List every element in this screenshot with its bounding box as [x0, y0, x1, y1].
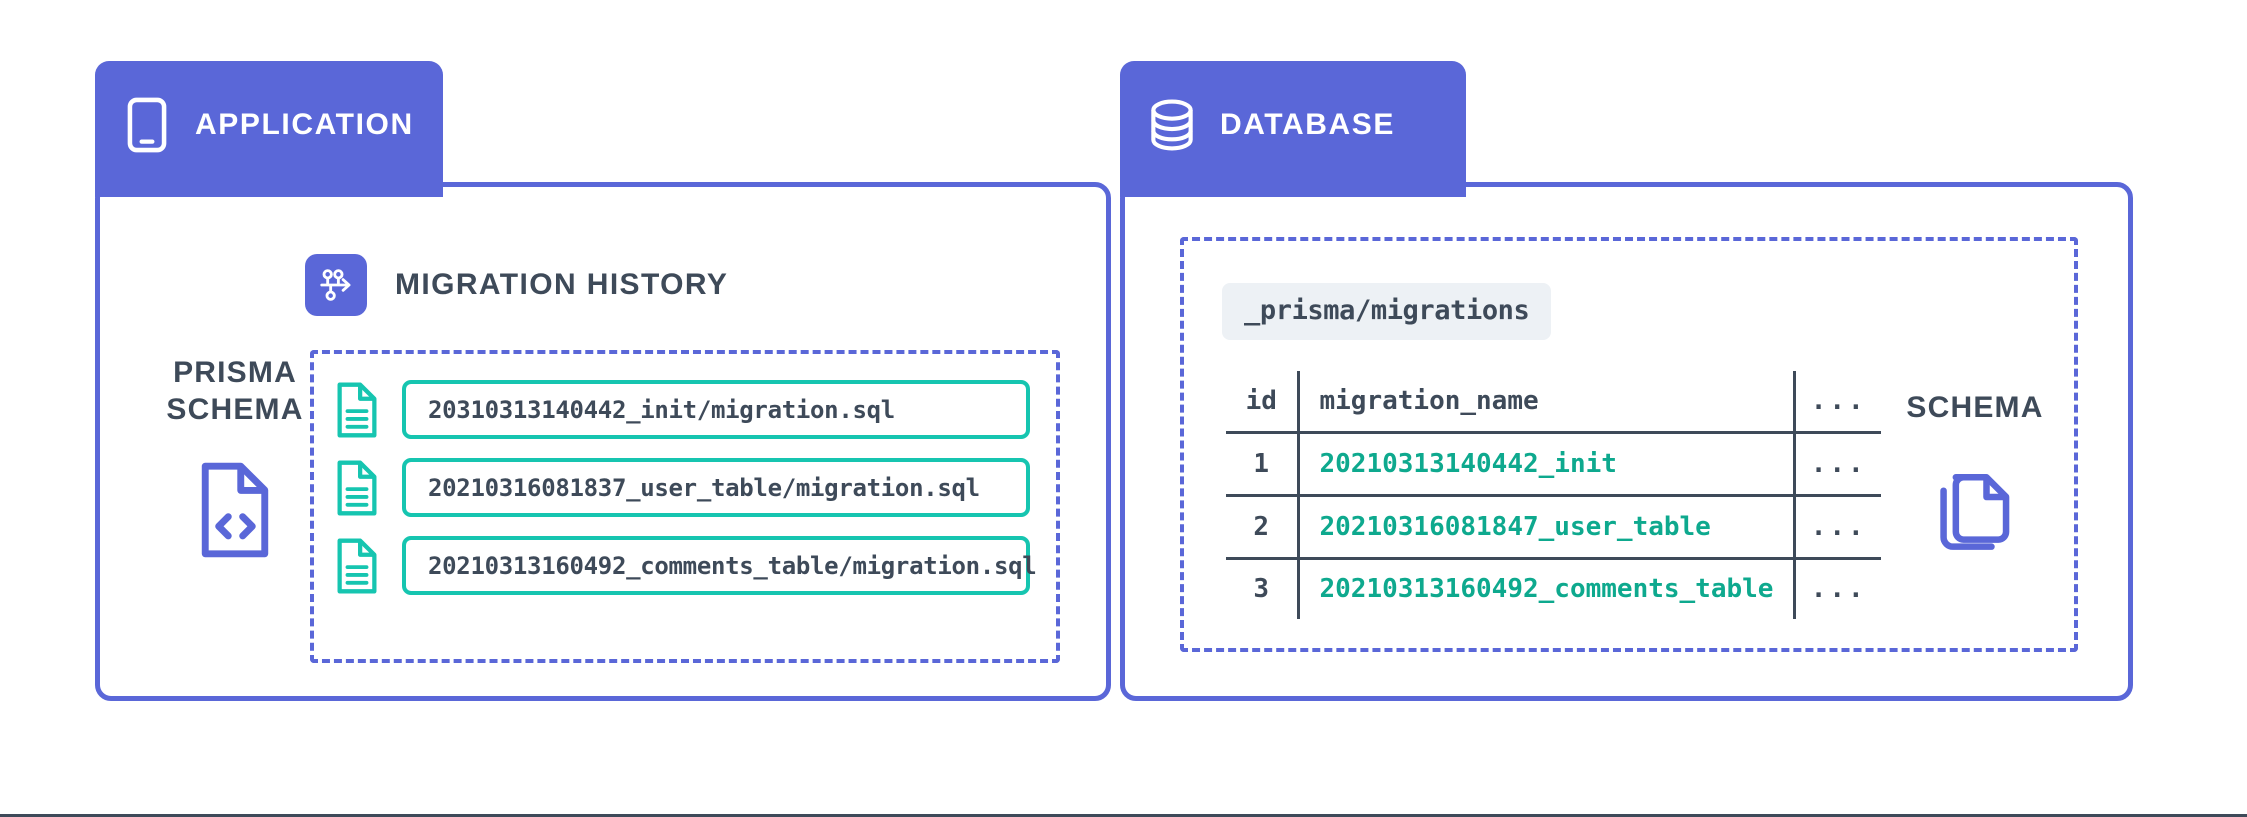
document-icon	[337, 460, 377, 515]
cell-migration-name: 20210313140442_init	[1296, 430, 1797, 497]
migration-file-row[interactable]: 20210316081837_user_table/migration.sql	[334, 458, 1030, 517]
table-row[interactable]: 1 20210313140442_init ...	[1225, 430, 1881, 497]
prisma-schema-label-line1: PRISMA	[173, 356, 297, 389]
application-tab[interactable]: APPLICATION	[95, 61, 443, 189]
code-file-icon	[196, 462, 274, 563]
cell-id: 1	[1225, 430, 1300, 497]
cell-more: ...	[1793, 556, 1881, 619]
table-row[interactable]: 3 20210313160492_comments_table ...	[1225, 556, 1881, 619]
application-tab-label: APPLICATION	[195, 108, 414, 141]
column-header-id: id	[1225, 371, 1300, 434]
migration-file-row[interactable]: 20310313140442_init/migration.sql	[334, 380, 1030, 439]
column-header-more: ...	[1793, 371, 1881, 434]
cell-id: 3	[1225, 556, 1300, 619]
database-tab[interactable]: DATABASE	[1120, 61, 1466, 189]
database-schema-label: SCHEMA	[1906, 391, 2044, 424]
migration-file-path: 20210316081837_user_table/migration.sql	[428, 473, 980, 502]
database-contents-container	[1180, 237, 2078, 652]
migration-file-path: 20310313140442_init/migration.sql	[428, 395, 895, 424]
column-header-migration-name: migration_name	[1296, 371, 1797, 434]
prisma-migrations-chip: _prisma/migrations	[1222, 283, 1552, 340]
database-cylinder-icon	[1151, 99, 1193, 151]
table-header-row: id migration_name ...	[1225, 371, 1881, 434]
database-schema-block: SCHEMA	[1875, 390, 2075, 558]
migration-file-row[interactable]: 20210313160492_comments_table/migration.…	[334, 536, 1037, 595]
migration-file-chip[interactable]: 20310313140442_init/migration.sql	[402, 380, 1030, 439]
document-icon	[337, 538, 377, 593]
bottom-separator	[0, 814, 2247, 817]
application-panel	[95, 182, 1111, 701]
cell-migration-name: 20210316081847_user_table	[1296, 493, 1797, 560]
database-tab-label: DATABASE	[1220, 108, 1396, 141]
migration-file-list: 20310313140442_init/migration.sql 202103…	[334, 380, 1037, 595]
table-row[interactable]: 2 20210316081847_user_table ...	[1225, 493, 1881, 560]
migration-history-header: MIGRATION HISTORY	[305, 254, 728, 316]
migration-branch-icon	[305, 254, 367, 316]
copy-documents-icon	[1934, 461, 2016, 558]
migration-file-chip[interactable]: 20210313160492_comments_table/migration.…	[402, 536, 1037, 595]
prisma-schema-block: PRISMA SCHEMA	[130, 355, 340, 563]
migration-file-chip[interactable]: 20210316081837_user_table/migration.sql	[402, 458, 1030, 517]
mobile-device-icon	[127, 97, 167, 153]
migrations-table: id migration_name ... 1 20210313140442_i…	[1222, 367, 1885, 623]
document-icon	[337, 382, 377, 437]
cell-more: ...	[1793, 493, 1881, 560]
cell-id: 2	[1225, 493, 1300, 560]
migration-history-title: MIGRATION HISTORY	[395, 268, 729, 301]
cell-migration-name: 20210313160492_comments_table	[1296, 556, 1797, 619]
cell-more: ...	[1793, 430, 1881, 497]
prisma-schema-label-line2: SCHEMA	[166, 392, 304, 426]
migration-files-container	[310, 350, 1060, 663]
migration-file-path: 20210313160492_comments_table/migration.…	[428, 551, 1037, 580]
